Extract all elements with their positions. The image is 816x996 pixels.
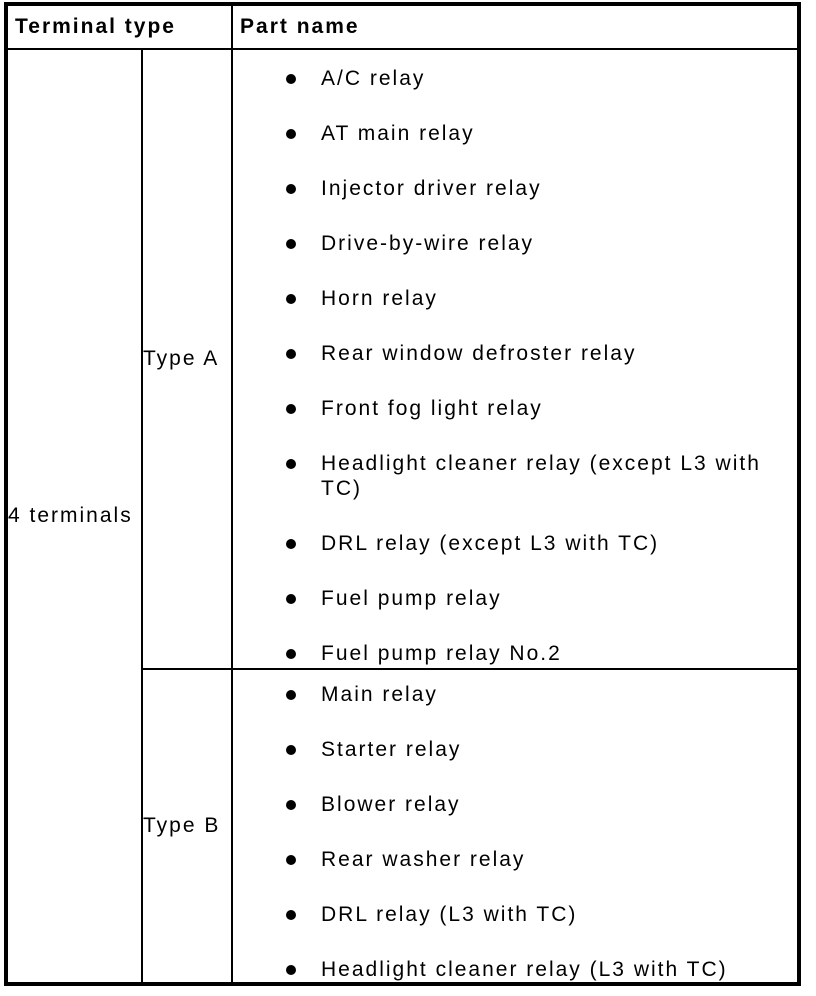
part-list-item: Main relay [286,682,789,707]
bullet-icon [286,539,297,549]
part-list-item: Horn relay [286,286,789,311]
part-name-label: Blower relay [321,793,461,816]
table-row-type-a: 4 terminals Type A A/C relay AT main rela… [5,48,801,985]
part-name-label: Fuel pump relay [321,587,502,610]
part-list-item: DRL relay (L3 with TC) [286,902,789,927]
bullet-icon [286,594,297,604]
part-name-label: Headlight cleaner relay (L3 with TC) [321,958,728,981]
bullet-icon [286,184,297,194]
part-list-item: Headlight cleaner relay (L3 with TC) [286,957,789,982]
part-name-label: Injector driver relay [321,177,542,200]
part-list-item: Injector driver relay [286,176,789,201]
part-list-item: Rear washer relay [286,847,789,872]
bullet-icon [286,910,297,920]
bullet-icon [286,855,297,865]
bullet-icon [286,349,297,359]
part-name-label: Front fog light relay [321,397,543,420]
part-name-label: DRL relay (except L3 with TC) [321,532,660,555]
part-list-item: Fuel pump relay No.2 [286,641,789,666]
part-list-item: Headlight cleaner relay (except L3 with … [286,451,789,501]
part-name-label: Drive-by-wire relay [321,232,535,255]
part-name-label: Rear washer relay [321,848,526,871]
part-list-item: Blower relay [286,792,789,817]
part-list-item: DRL relay (except L3 with TC) [286,531,789,556]
bullet-icon [286,459,297,469]
terminal-count-cell: 4 terminals [5,48,143,985]
column-header-terminal-type: Terminal type [4,3,234,50]
part-list-item: Starter relay [286,737,789,762]
relay-terminal-table: Terminal type Part name 4 terminals Type… [4,2,802,986]
part-list-item: A/C relay [286,66,789,91]
part-name-label: Main relay [321,683,438,706]
part-list-item: Rear window defroster relay [286,341,789,366]
type-a-label: Type A [143,347,220,370]
type-b-label: Type B [143,814,221,837]
bullet-icon [286,745,297,755]
part-name-label: Starter relay [321,738,462,761]
part-name-label: DRL relay (L3 with TC) [321,903,578,926]
bullet-icon [286,74,297,84]
table-header-row: Terminal type Part name [4,3,801,50]
part-name-label: Rear window defroster relay [321,342,637,365]
bullet-icon [286,690,297,700]
part-name-label: Headlight cleaner relay (except L3 with … [321,452,761,500]
column-header-part-name: Part name [231,3,801,50]
part-list-item: AT main relay [286,121,789,146]
part-list-item: Fuel pump relay [286,586,789,611]
part-name-label: Fuel pump relay No.2 [321,642,562,665]
type-a-cell: Type A [140,48,234,670]
bullet-icon [286,800,297,810]
part-list-item: Drive-by-wire relay [286,231,789,256]
type-b-cell: Type B [140,668,234,985]
part-name-label: AT main relay [321,122,475,145]
bullet-icon [286,965,297,975]
bullet-icon [286,294,297,304]
bullet-icon [286,129,297,139]
bullet-icon [286,239,297,249]
bullet-icon [286,404,297,414]
terminal-count-label: 4 terminals [8,504,133,527]
bullet-icon [286,649,297,659]
part-name-label: A/C relay [321,67,426,90]
part-list-item: Front fog light relay [286,396,789,421]
part-name-label: Horn relay [321,287,438,310]
